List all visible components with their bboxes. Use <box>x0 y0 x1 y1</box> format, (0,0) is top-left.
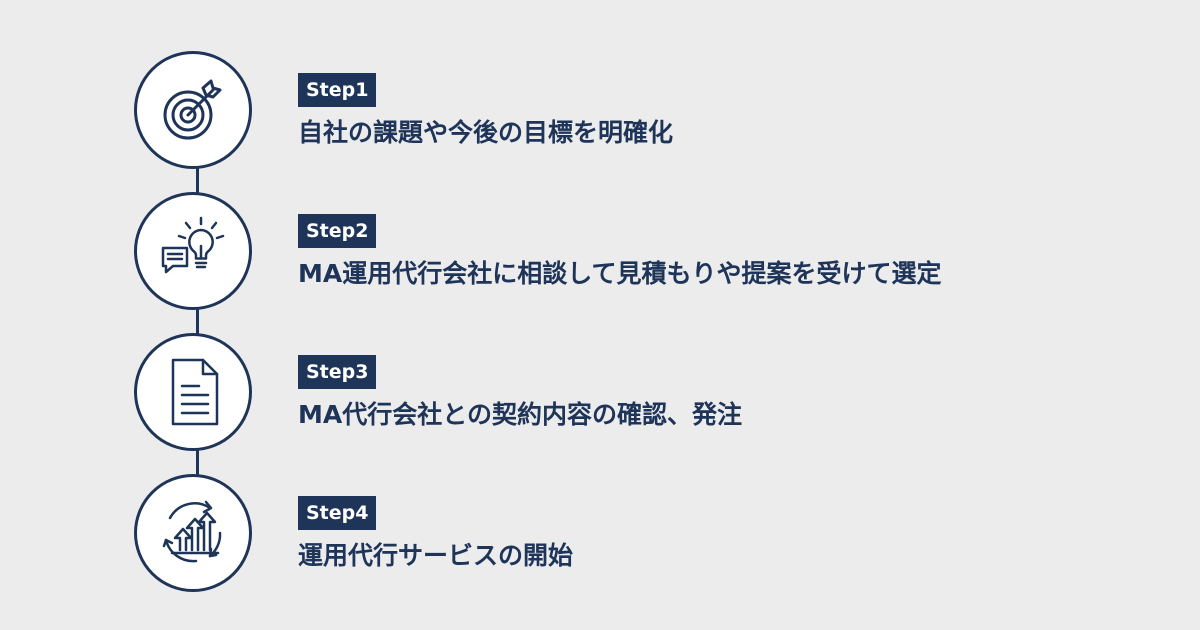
step1-text: 自社の課題や今後の目標を明確化 <box>298 118 674 147</box>
lightbulb-chat-icon <box>161 216 225 274</box>
step4-text: 運用代行サービスの開始 <box>298 541 574 570</box>
step3-text: MA代行会社との契約内容の確認、発注 <box>298 400 742 429</box>
step1-icon-circle <box>134 51 252 169</box>
document-icon <box>171 358 219 426</box>
step4-icon-circle <box>134 474 252 592</box>
step3-badge: Step3 <box>298 355 377 389</box>
step4-badge: Step4 <box>298 496 377 530</box>
timeline-connector <box>196 110 199 530</box>
step3-icon-circle <box>134 333 252 451</box>
growth-cycle-icon <box>162 500 222 563</box>
step2-text: MA運用代行会社に相談して見積もりや提案を受けて選定 <box>298 259 942 288</box>
step1-badge: Step1 <box>298 73 377 107</box>
target-icon <box>163 79 222 140</box>
step2-icon-circle <box>134 192 252 310</box>
step2-badge: Step2 <box>298 214 377 248</box>
